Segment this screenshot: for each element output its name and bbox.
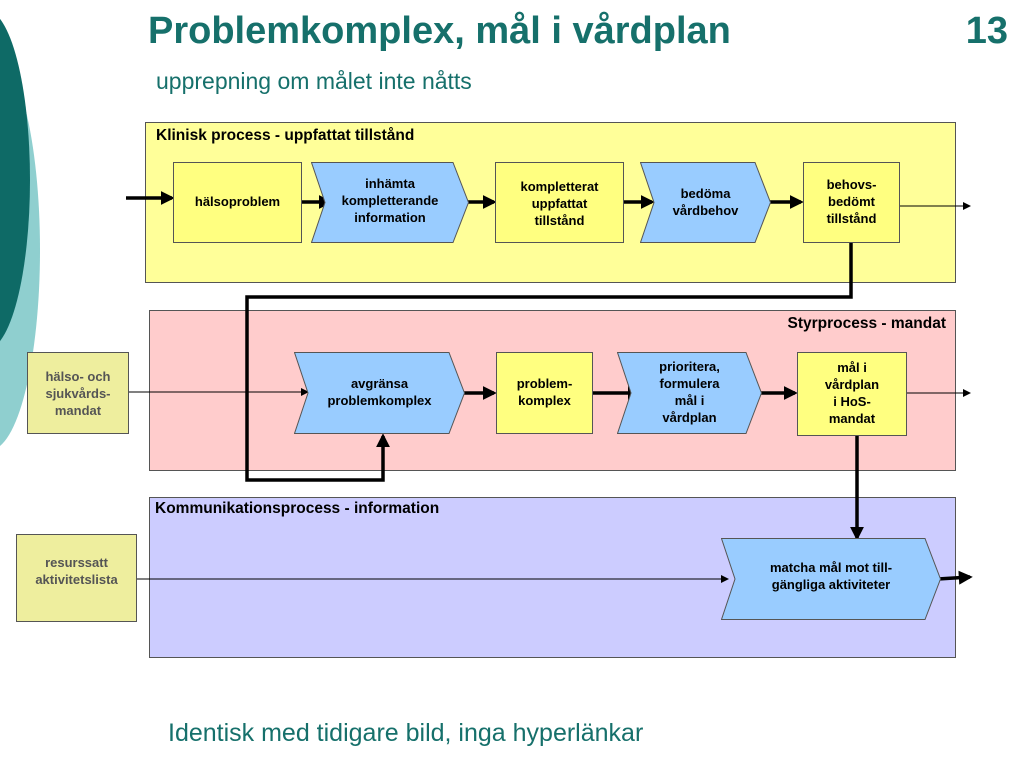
chevron-shape <box>311 162 469 243</box>
avgransa-step: avgränsa problemkomplex <box>294 352 465 434</box>
governance-process-label: Styrprocess - mandat <box>787 315 947 332</box>
mal-label: mål i vårdplan i HoS- mandat <box>824 360 880 426</box>
kompletterat-label: kompletterat uppfattat tillstånd <box>520 179 599 228</box>
halsoproblem-box: hälsoproblem <box>173 162 302 243</box>
inhamta-label: inhämta kompletterande information <box>341 176 439 225</box>
prioritera-step: prioritera, formulera mål i vårdplan <box>617 352 762 434</box>
problemkomplex-label: problem- komplex <box>516 376 573 408</box>
slide-title: Problemkomplex, mål i vårdplan <box>148 10 731 52</box>
slide-footer: Identisk med tidigare bild, inga hyperlä… <box>168 719 644 747</box>
chevron-shape <box>640 162 771 243</box>
decorative-swoosh <box>0 18 40 446</box>
inhamta-step: inhämta kompletterande information <box>311 162 469 243</box>
mal-box: mål i vårdplan i HoS- mandat <box>797 352 907 436</box>
chevron-shape <box>617 352 762 434</box>
slide-subtitle: upprepning om målet inte nåtts <box>156 68 472 94</box>
bedoma-label: bedöma vårdbehov <box>672 185 739 218</box>
matcha-label: matcha mål mot till- gängliga aktivitete… <box>769 560 893 592</box>
behovsbedomt-box: behovs- bedömt tillstånd <box>803 162 900 243</box>
chevron-shape <box>294 352 465 434</box>
matcha-step: matcha mål mot till- gängliga aktivitete… <box>721 538 941 620</box>
bedoma-step: bedöma vårdbehov <box>640 162 771 243</box>
kompletterat-box: kompletterat uppfattat tillstånd <box>495 162 624 243</box>
slide-number: 13 <box>965 10 1008 52</box>
halsoproblem-label: hälsoproblem <box>194 194 281 210</box>
mandat-label: hälso- och sjukvårds- mandat <box>45 369 111 418</box>
mandat-box: hälso- och sjukvårds- mandat <box>27 352 129 434</box>
resurssatt-box: resurssatt aktivitetslista <box>16 534 137 622</box>
communication-process-label: Kommunikationsprocess - information <box>155 500 440 517</box>
resurssatt-label: resurssatt aktivitetslista <box>35 555 118 587</box>
chevron-shape <box>721 538 941 620</box>
prioritera-label: prioritera, formulera mål i vårdplan <box>659 359 720 425</box>
problemkomplex-box: problem- komplex <box>496 352 593 434</box>
clinical-process-label: Klinisk process - uppfattat tillstånd <box>156 127 415 144</box>
behovsbedomt-label: behovs- bedömt tillstånd <box>826 177 877 226</box>
avgransa-label: avgränsa problemkomplex <box>327 376 432 408</box>
